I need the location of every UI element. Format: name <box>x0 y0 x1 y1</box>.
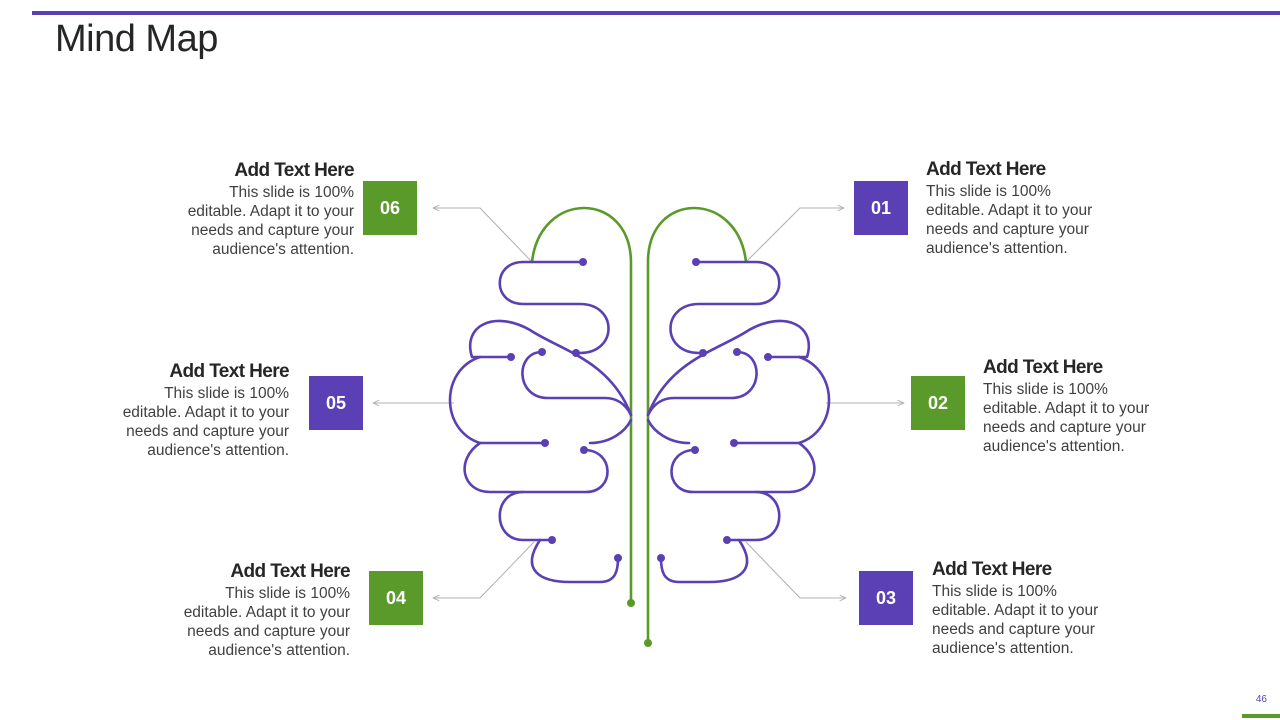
text-block-body: This slide is 100% editable. Adapt it to… <box>932 582 1132 658</box>
bottom-accent-bar <box>1242 714 1280 718</box>
text-block-01: Add Text Here This slide is 100% editabl… <box>926 159 1126 258</box>
right-stem-dot <box>644 639 652 647</box>
brain-stems <box>530 206 748 645</box>
text-block-body: This slide is 100% editable. Adapt it to… <box>89 384 289 460</box>
body-line: This slide is 100% <box>926 183 1051 200</box>
text-block-03: Add Text Here This slide is 100% editabl… <box>932 559 1132 658</box>
body-line: audience's attention. <box>926 240 1068 257</box>
number-box-06: 06 <box>363 181 417 235</box>
text-block-body: This slide is 100% editable. Adapt it to… <box>983 380 1183 456</box>
body-line: This slide is 100% <box>225 585 350 602</box>
body-line: needs and capture your <box>191 222 354 239</box>
connector-01 <box>745 208 844 263</box>
text-block-02: Add Text Here This slide is 100% editabl… <box>983 357 1183 456</box>
body-line: This slide is 100% <box>983 381 1108 398</box>
text-block-heading: Add Text Here <box>926 159 1046 180</box>
number-box-05: 05 <box>309 376 363 430</box>
text-block-06: Add Text Here This slide is 100% editabl… <box>154 160 355 259</box>
body-line: audience's attention. <box>983 438 1125 455</box>
number-box-04: 04 <box>369 571 423 625</box>
connector-lines <box>373 208 904 598</box>
body-line: This slide is 100% <box>164 385 289 402</box>
body-line: audience's attention. <box>147 442 289 459</box>
body-line: audience's attention. <box>212 241 354 258</box>
body-line: editable. Adapt it to your <box>983 400 1150 417</box>
connector-04 <box>433 541 535 598</box>
body-line: editable. Adapt it to your <box>926 202 1093 219</box>
text-block-heading: Add Text Here <box>234 160 354 181</box>
body-line: editable. Adapt it to your <box>932 602 1099 619</box>
body-line: audience's attention. <box>932 640 1074 657</box>
brain-right-lobes <box>646 258 831 584</box>
body-line: This slide is 100% <box>229 184 354 201</box>
body-line: editable. Adapt it to your <box>187 203 354 220</box>
text-block-heading: Add Text Here <box>169 361 289 382</box>
body-line: needs and capture your <box>932 621 1095 638</box>
body-line: needs and capture your <box>926 221 1089 238</box>
text-block-heading: Add Text Here <box>983 357 1103 378</box>
number-box-02: 02 <box>911 376 965 430</box>
top-accent-bar <box>32 11 1280 15</box>
text-block-body: This slide is 100% editable. Adapt it to… <box>926 182 1126 258</box>
text-block-heading: Add Text Here <box>932 559 1052 580</box>
connector-06 <box>433 208 533 263</box>
body-line: editable. Adapt it to your <box>183 604 350 621</box>
text-block-body: This slide is 100% editable. Adapt it to… <box>154 183 354 259</box>
slide-title: Mind Map <box>55 18 218 60</box>
left-stem-dot <box>627 599 635 607</box>
text-block-heading: Add Text Here <box>230 561 350 582</box>
body-line: audience's attention. <box>208 642 350 659</box>
text-block-05: Add Text Here This slide is 100% editabl… <box>89 361 290 460</box>
body-line: needs and capture your <box>187 623 350 640</box>
number-box-01: 01 <box>854 181 908 235</box>
left-stem <box>530 206 633 605</box>
body-line: needs and capture your <box>126 423 289 440</box>
number-box-03: 03 <box>859 571 913 625</box>
body-line: editable. Adapt it to your <box>122 404 289 421</box>
body-line: needs and capture your <box>983 419 1146 436</box>
page-number: 46 <box>1255 694 1267 705</box>
text-block-04: Add Text Here This slide is 100% editabl… <box>150 561 351 660</box>
body-line: This slide is 100% <box>932 583 1057 600</box>
right-stem <box>646 206 748 645</box>
brain-left-lobes <box>448 258 633 584</box>
connector-03 <box>745 541 846 598</box>
text-block-body: This slide is 100% editable. Adapt it to… <box>150 584 350 660</box>
